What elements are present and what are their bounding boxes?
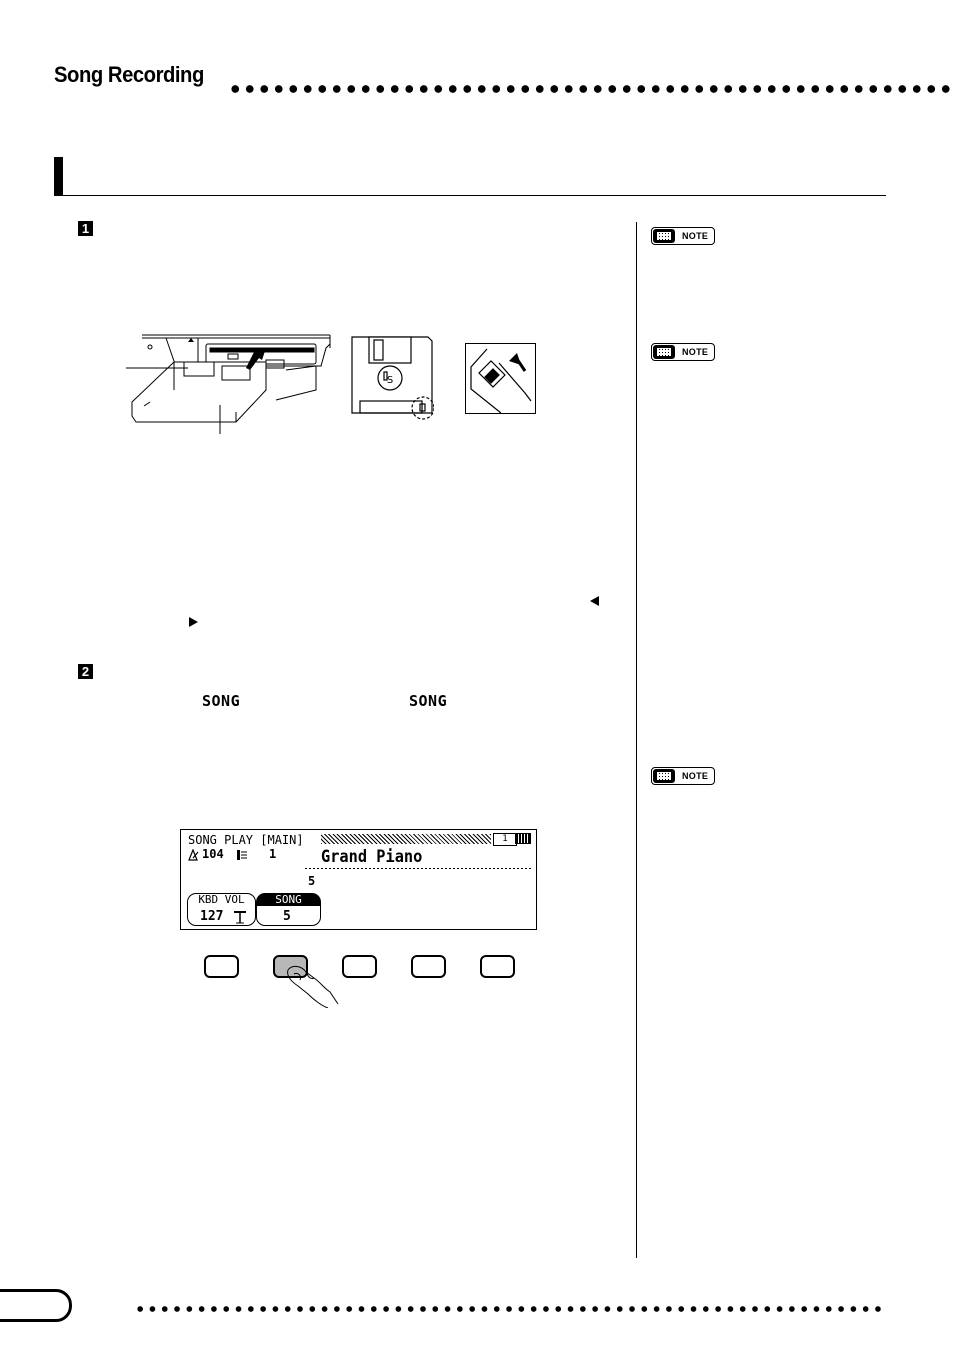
- floppy-disk-label: S: [387, 375, 393, 386]
- panel-button-3[interactable]: [342, 955, 377, 978]
- lcd-tab-song: SONG 5: [256, 893, 321, 926]
- lcd-dotted-line: [305, 868, 533, 869]
- note-icon: [653, 345, 675, 359]
- panel-button-4[interactable]: [411, 955, 446, 978]
- note-label: NOTE: [682, 347, 709, 357]
- lcd-page-indicator: 1: [493, 833, 517, 846]
- header-dot-leader: [228, 83, 954, 95]
- side-column-rule: [636, 222, 637, 1258]
- lcd-tab-kbd-vol: KBD VOL 127: [187, 893, 256, 926]
- lcd-song-number: 5: [308, 874, 316, 888]
- footer-dot-leader: [134, 1305, 886, 1313]
- panel-button-1[interactable]: [204, 955, 239, 978]
- step-2-marker: 2: [78, 664, 93, 679]
- note-label: NOTE: [682, 771, 709, 781]
- note-badge: NOTE: [651, 227, 715, 245]
- floppy-disk-icon: S: [351, 336, 434, 420]
- note-badge: NOTE: [651, 343, 715, 361]
- lcd-voice-name: Grand Piano: [321, 847, 423, 867]
- lcd-measure: 1: [269, 847, 277, 861]
- pressing-finger-icon: [287, 965, 339, 1008]
- lcd-tab-song-label: SONG: [257, 894, 320, 906]
- panel-button-5[interactable]: [480, 955, 515, 978]
- lcd-hatch-bar: [321, 834, 491, 844]
- slider-icon: [234, 911, 246, 924]
- metronome-icon: [188, 849, 199, 861]
- step-1-marker: 1: [78, 221, 93, 236]
- lcd-display: SONG PLAY [MAIN] 1 104 1 Grand Piano 5 K…: [180, 829, 537, 930]
- song-button-label: SONG: [202, 692, 241, 710]
- note-badge: NOTE: [651, 767, 715, 785]
- lcd-mode: SONG PLAY [MAIN]: [188, 833, 304, 847]
- right-arrow-icon: [189, 617, 198, 627]
- panel-button-2[interactable]: [273, 955, 308, 978]
- song-button-label-2: SONG: [409, 692, 448, 710]
- floppy-drive-illustration: [126, 334, 331, 434]
- section-heading-rule: [54, 195, 886, 196]
- left-arrow-icon: [590, 596, 599, 606]
- page-number-tab: [0, 1289, 72, 1322]
- note-label: NOTE: [682, 231, 709, 241]
- lcd-page-bar: [515, 833, 531, 844]
- section-heading-bar: [54, 157, 63, 196]
- lcd-tab-song-value: 5: [283, 909, 291, 924]
- note-icon: [653, 769, 675, 783]
- page-title: Song Recording: [54, 62, 204, 87]
- measure-icon: [237, 850, 247, 860]
- lcd-tab-kbd-vol-value: 127: [200, 909, 224, 924]
- note-icon: [653, 229, 675, 243]
- lcd-tab-kbd-vol-label: KBD VOL: [198, 893, 245, 906]
- lcd-tempo: 104: [202, 847, 224, 861]
- write-protect-closeup: [465, 343, 536, 414]
